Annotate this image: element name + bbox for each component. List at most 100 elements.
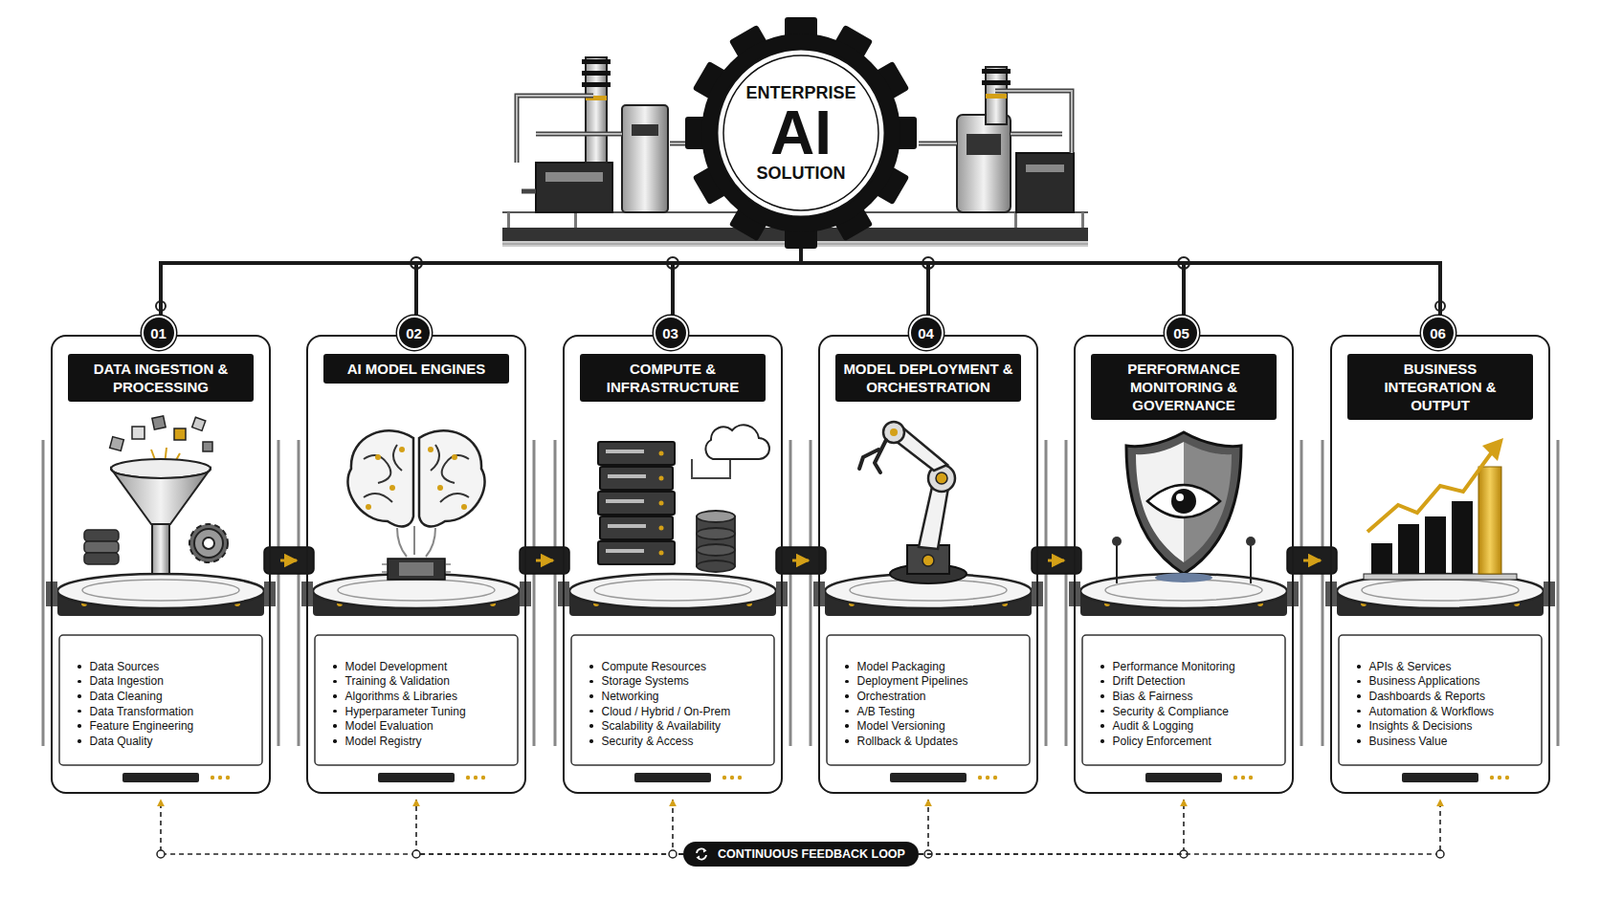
callout-number: 01: [141, 315, 177, 351]
loop-junction: [156, 850, 165, 859]
stage-card: BUSINESS INTEGRATION & OUTPUTAPIs & Serv…: [1330, 334, 1551, 795]
loop-junction: [1436, 850, 1445, 859]
bullet-dot: [333, 680, 337, 685]
feedback-line: [918, 800, 1441, 855]
bullet-row: Model Versioning: [844, 718, 1027, 734]
bullet-dot: [844, 724, 849, 729]
bullet-dot: [589, 710, 594, 714]
bullet-text: Insights & Decisions: [1369, 719, 1473, 734]
loop-junction: [668, 850, 677, 859]
bullet-text: Deployment Pipelines: [857, 674, 969, 689]
bus-wire: [160, 248, 801, 335]
bullet-dot: [1356, 710, 1361, 714]
bullet-row: APIs & Services: [1356, 659, 1539, 675]
bullet-dot: [1100, 724, 1105, 729]
number-text: 02: [405, 325, 423, 342]
number-text: 06: [1429, 325, 1446, 342]
bullet-row: Storage Systems: [589, 674, 772, 690]
bullet-row: Policy Enforcement: [1100, 733, 1283, 750]
bullet-row: Dashboards & Reports: [1356, 688, 1539, 705]
bullet-text: Model Packaging: [857, 660, 946, 674]
title-bar: MODEL DEPLOYMENT & ORCHESTRATION: [835, 354, 1022, 402]
bullet-row: Security & Access: [589, 733, 772, 750]
bullet-text: A/B Testing: [857, 705, 915, 719]
bullet-text: Rollback & Updates: [857, 734, 958, 749]
feedback-line: [160, 800, 684, 855]
bullet-dot: [333, 694, 337, 699]
callout-number: 04: [909, 315, 944, 351]
stage-card: MODEL DEPLOYMENT & ORCHESTRATION Model Pa…: [818, 334, 1039, 795]
number-text: 01: [150, 325, 167, 342]
junction-knobs: [155, 257, 1445, 312]
bullet-text: Dashboards & Reports: [1369, 689, 1486, 704]
bullet-row: Cloud / Hybrid / On-Prem: [589, 704, 772, 720]
bullet-dot: [589, 739, 594, 744]
bus-wire: [800, 248, 1441, 335]
bullet-dot: [77, 694, 82, 699]
bullet-row: Orchestration: [844, 688, 1027, 705]
callout-number: 02: [397, 315, 432, 351]
bullet-row: Model Registry: [333, 733, 515, 750]
bullet-row: Performance Monitoring: [1100, 659, 1283, 675]
conveyor-arrow: [792, 559, 809, 563]
callout-number: 06: [1421, 315, 1456, 351]
bullet-text: Training & Validation: [345, 674, 450, 689]
bullet-text: Data Quality: [89, 734, 154, 749]
bus-wire: [416, 248, 801, 335]
bullet-dot: [1100, 739, 1105, 744]
bullet-text: APIs & Services: [1369, 660, 1452, 674]
feedback-line: [672, 800, 684, 855]
shield-eye-icon: [1068, 432, 1299, 617]
bullet-list: Model PackagingDeployment PipelinesOrche…: [844, 659, 1027, 750]
bullet-text: Compute Resources: [601, 660, 707, 674]
card-ground: [43, 334, 1558, 795]
bullet-text: Model Development: [345, 660, 448, 674]
bullet-dot: [1100, 694, 1105, 699]
bullet-row: Training & Validation: [333, 674, 515, 690]
bullet-text: Performance Monitoring: [1112, 660, 1236, 674]
bullet-text: Data Transformation: [89, 705, 195, 719]
stage-title: DATA INGESTION & PROCESSING: [75, 359, 246, 397]
bullet-row: Data Quality: [77, 733, 260, 750]
conveyor-arrow: [1047, 559, 1065, 563]
bullet-text: Business Value: [1369, 734, 1448, 749]
bullet-text: Drift Detection: [1112, 674, 1186, 689]
bullet-dot: [1100, 680, 1105, 685]
loop-text: CONTINUOUS FEEDBACK LOOP: [717, 847, 906, 862]
bullet-row: Drift Detection: [1100, 674, 1283, 690]
bullet-dot: [1356, 665, 1361, 669]
bullet-list: APIs & ServicesBusiness ApplicationsDash…: [1356, 659, 1539, 750]
number-text: 03: [662, 325, 679, 342]
brain-icon: [301, 430, 532, 617]
bullet-dot: [77, 739, 82, 744]
hub-text: SOLUTION: [756, 163, 846, 183]
bullet-dot: [844, 710, 849, 714]
stage-title: AI MODEL ENGINES: [331, 359, 502, 378]
stage-title: PERFORMANCE MONITORING & GOVERNANCE: [1098, 359, 1269, 415]
bullet-row: Data Sources: [77, 659, 260, 675]
bullet-text: Audit & Logging: [1112, 719, 1195, 734]
bar-chart-icon: [1325, 438, 1556, 617]
callout-number: 03: [653, 315, 689, 351]
bullet-dot: [1356, 694, 1361, 699]
bullet-dot: [1356, 739, 1361, 744]
feedback-line: [918, 800, 929, 855]
server-rack-icon: [557, 424, 788, 617]
bullet-row: Audit & Logging: [1100, 718, 1283, 734]
bullet-dot: [844, 665, 849, 669]
stage-title: MODEL DEPLOYMENT & ORCHESTRATION: [843, 359, 1014, 397]
bullet-row: Business Value: [1356, 733, 1539, 750]
bullet-row: Data Ingestion: [77, 674, 260, 690]
title-bar: DATA INGESTION & PROCESSING: [67, 354, 254, 402]
feedback-line: [918, 800, 1184, 855]
gear-hub: ENTERPRISEAISOLUTION: [681, 13, 921, 253]
bullet-text: Scalability & Availability: [601, 719, 722, 734]
bullet-dot: [333, 710, 337, 714]
bullet-list: Compute ResourcesStorage SystemsNetworki…: [589, 659, 772, 750]
bullet-row: Bias & Fairness: [1100, 688, 1283, 705]
bullet-text: Security & Compliance: [1112, 705, 1229, 719]
bullet-row: Model Packaging: [844, 659, 1027, 675]
bullet-row: Insights & Decisions: [1356, 718, 1539, 734]
bullet-text: Data Sources: [89, 660, 160, 674]
bullet-dot: [333, 665, 337, 669]
